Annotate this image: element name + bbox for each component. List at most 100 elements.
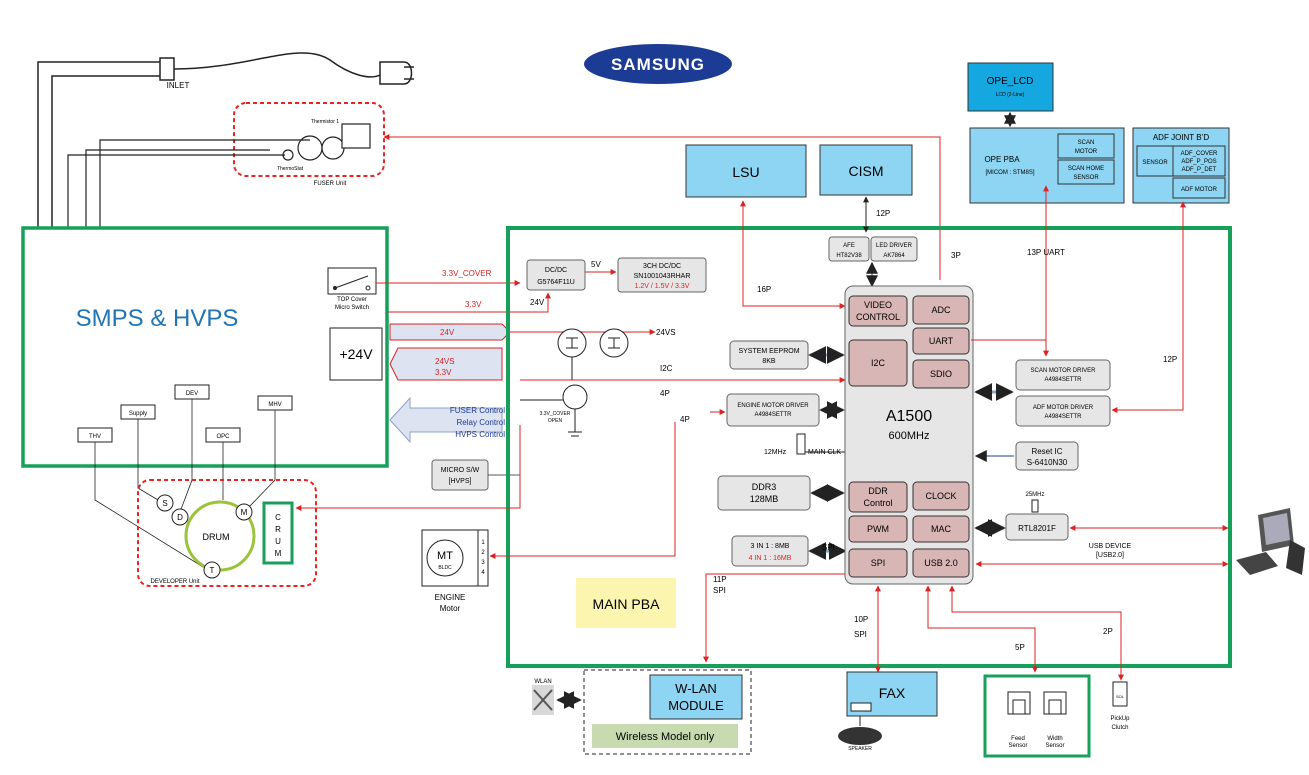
wire-engine-motor [489,422,676,559]
svg-text:ADF_P_POS: ADF_P_POS [1181,159,1216,165]
svg-text:12P: 12P [1163,355,1177,364]
s-roller [156,494,174,512]
svg-text:Sensor: Sensor [1045,743,1064,749]
svg-text:SPI: SPI [822,543,835,552]
label-24vs: 24VS [435,357,455,366]
label-24v: 24V [440,328,455,337]
svg-text:PWM: PWM [867,524,889,534]
computer-icon [1236,508,1305,575]
svg-text:MODULE: MODULE [668,698,724,713]
wireless-only-note [592,724,738,748]
inlet-plug-icon [37,52,414,228]
svg-text:SDIO: SDIO [930,369,952,379]
sdio-block [912,359,970,389]
svg-text:3CH DC/DC: 3CH DC/DC [643,263,681,270]
pickup-clutch-icon [1112,681,1128,707]
svg-text:SPI: SPI [854,630,867,639]
3ch-dcdc-chip [617,257,707,293]
svg-text:CLOCK: CLOCK [925,491,956,501]
svg-text:4P: 4P [680,415,690,424]
svg-text:Sensor: Sensor [1008,743,1027,749]
svg-text:13P UART: 13P UART [1027,248,1065,257]
svg-text:ENGINE MOTOR DRIVER: ENGINE MOTOR DRIVER [737,403,809,409]
sensors-block [983,674,1091,758]
svg-text:SCAN: SCAN [1078,140,1095,146]
label-33v-cover: 3.3V_COVER [442,269,492,278]
svg-text:3: 3 [481,560,485,566]
svg-text:2: 2 [481,550,485,556]
svg-text:UART: UART [929,336,954,346]
svg-text:Control: Control [863,498,892,508]
thermistor-label: Thermistor 1 [311,119,339,125]
speaker-icon [838,727,882,745]
svg-text:CONTROL: CONTROL [856,312,900,322]
video-control-block [848,295,908,327]
svg-text:5V: 5V [591,260,601,269]
svg-text:Width: Width [1047,736,1062,742]
afe-chip [828,236,870,262]
svg-text:MAIN CLK: MAIN CLK [808,449,841,456]
svg-text:4P: 4P [660,389,670,398]
cpu-freq: 600MHz [889,430,930,442]
svg-text:SN1001043RHAR: SN1001043RHAR [634,273,691,280]
hv-opc: OPC [216,434,230,440]
rtl8201f-chip [1005,513,1069,541]
svg-text:[USB2.0]: [USB2.0] [1096,552,1124,559]
engine-motor-driver-chip [726,393,820,427]
svg-text:FAX: FAX [879,685,906,701]
svg-text:USB 2.0: USB 2.0 [924,558,958,568]
svg-text:11P: 11P [713,575,727,584]
drum-label: DRUM [203,532,230,542]
svg-text:12MHz: 12MHz [764,449,787,456]
lsu-block [685,144,807,198]
svg-text:ADF JOINT B’D: ADF JOINT B’D [1153,133,1210,142]
svg-text:USB DEVICE: USB DEVICE [1089,543,1132,550]
svg-text:MAC: MAC [931,524,952,534]
svg-text:Reset IC: Reset IC [1031,447,1062,456]
svg-text:HT82V38: HT82V38 [836,253,862,259]
svg-text:T: T [210,566,215,575]
adf-motor-driver-chip [1015,395,1111,427]
spi-flash-chip [731,535,809,567]
svg-text:ADF MOTOR DRIVER: ADF MOTOR DRIVER [1033,405,1094,411]
svg-text:SYSTEM EEPROM: SYSTEM EEPROM [738,348,799,355]
system-eeprom-chip [729,340,809,370]
clock-block [912,481,970,511]
svg-text:OPE PBA: OPE PBA [984,155,1020,164]
svg-text:AFE: AFE [843,243,855,249]
svg-text:RTL8201F: RTL8201F [1018,524,1056,533]
fuser-wires [67,123,371,228]
svg-text:DDR3: DDR3 [752,482,777,492]
svg-text:SENSOR: SENSOR [1073,175,1099,181]
wire-12p-adf [1111,201,1186,413]
micro-sw [431,459,489,491]
svg-text:Motor: Motor [440,604,461,613]
svg-text:Clutch: Clutch [1111,725,1128,731]
svg-text:4: 4 [481,570,485,576]
svg-text:HVPS Control: HVPS Control [455,430,505,439]
svg-text:ADF_P_DET: ADF_P_DET [1182,167,1217,173]
svg-text:MICRO S/W: MICRO S/W [441,467,480,474]
switch-label-2: Micro Switch [335,305,369,311]
main-pba-block [506,226,1232,668]
svg-text:VIDEO: VIDEO [864,300,892,310]
wire-2p [949,585,1124,681]
wire-crum [295,425,521,511]
svg-text:R: R [275,525,281,534]
svg-text:8KB: 8KB [762,358,776,365]
switch-label-1: TOP Cover [337,297,367,303]
ddr-control-block [848,481,908,513]
main-pba-label-box [576,578,676,628]
wire-3p [383,134,941,280]
svg-text:M: M [275,549,282,558]
svg-text:SCAN HOME: SCAN HOME [1068,166,1104,172]
svg-text:Relay Control: Relay Control [457,418,506,427]
smps-hvps-block [21,226,389,468]
scan-motor-driver-chip [1015,359,1111,391]
svg-text:DDR: DDR [868,486,888,496]
hv-mhv: MHV [268,402,281,408]
scan-motor-box [1057,133,1115,159]
svg-text:24VS: 24VS [656,328,676,337]
hv-thv: THV [89,434,101,440]
